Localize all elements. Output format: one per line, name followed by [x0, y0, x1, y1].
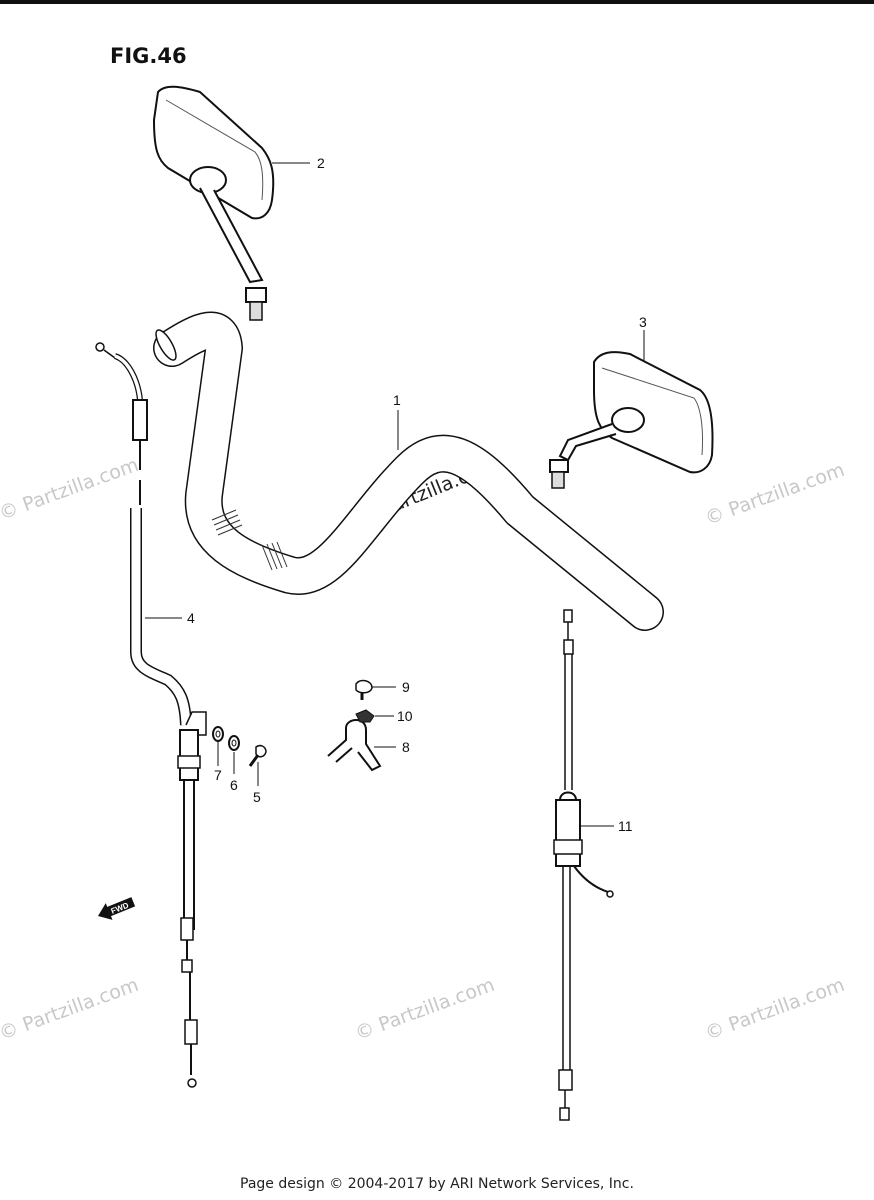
callout-5: 5	[253, 789, 261, 805]
watermark: © Partzilla.com	[702, 974, 847, 1045]
callout-11: 11	[618, 818, 633, 834]
callout-4: 4	[187, 610, 195, 626]
fwd-label: FWD	[110, 901, 130, 916]
throttle-cable-part-4	[95, 342, 207, 1088]
callout-7: 7	[214, 767, 222, 783]
callout-9: 9	[402, 679, 410, 695]
leader-lines	[145, 162, 645, 827]
callout-10: 10	[397, 708, 413, 724]
watermark: © Partzilla.com	[352, 974, 497, 1045]
callout-8: 8	[402, 739, 410, 755]
cable-clamp-part-8	[327, 719, 382, 772]
watermark: © Partzilla.com	[0, 454, 141, 525]
callout-6: 6	[230, 777, 238, 793]
screw-part-5	[248, 744, 267, 767]
watermark: © Partzilla.com	[702, 459, 847, 530]
screw-part-9	[355, 679, 373, 700]
handlebar-part-1	[153, 311, 664, 631]
forward-arrow-icon: FWD	[98, 897, 136, 920]
lock-washer-part-6	[228, 735, 240, 751]
nut-part-10	[355, 709, 375, 723]
callout-2: 2	[317, 155, 325, 171]
watermark: © Partzilla.com	[0, 974, 141, 1045]
washer-part-7	[212, 726, 224, 742]
left-mirror-part-2	[152, 85, 275, 321]
figure-title: FIG.46	[110, 44, 187, 68]
watermarks: © Partzilla.com © Partzilla.com © Partzi…	[0, 454, 847, 1045]
copyright-footer: Page design © 2004-2017 by ARI Network S…	[240, 1176, 634, 1192]
right-mirror-part-3	[549, 351, 714, 489]
callout-1: 1	[393, 392, 401, 408]
callout-labels: 1 2 3 4 5 6 7 8 9 10 11	[187, 155, 647, 834]
callout-3: 3	[639, 314, 647, 330]
top-border-rule	[0, 0, 874, 4]
clutch-cable-part-11	[553, 609, 614, 1121]
